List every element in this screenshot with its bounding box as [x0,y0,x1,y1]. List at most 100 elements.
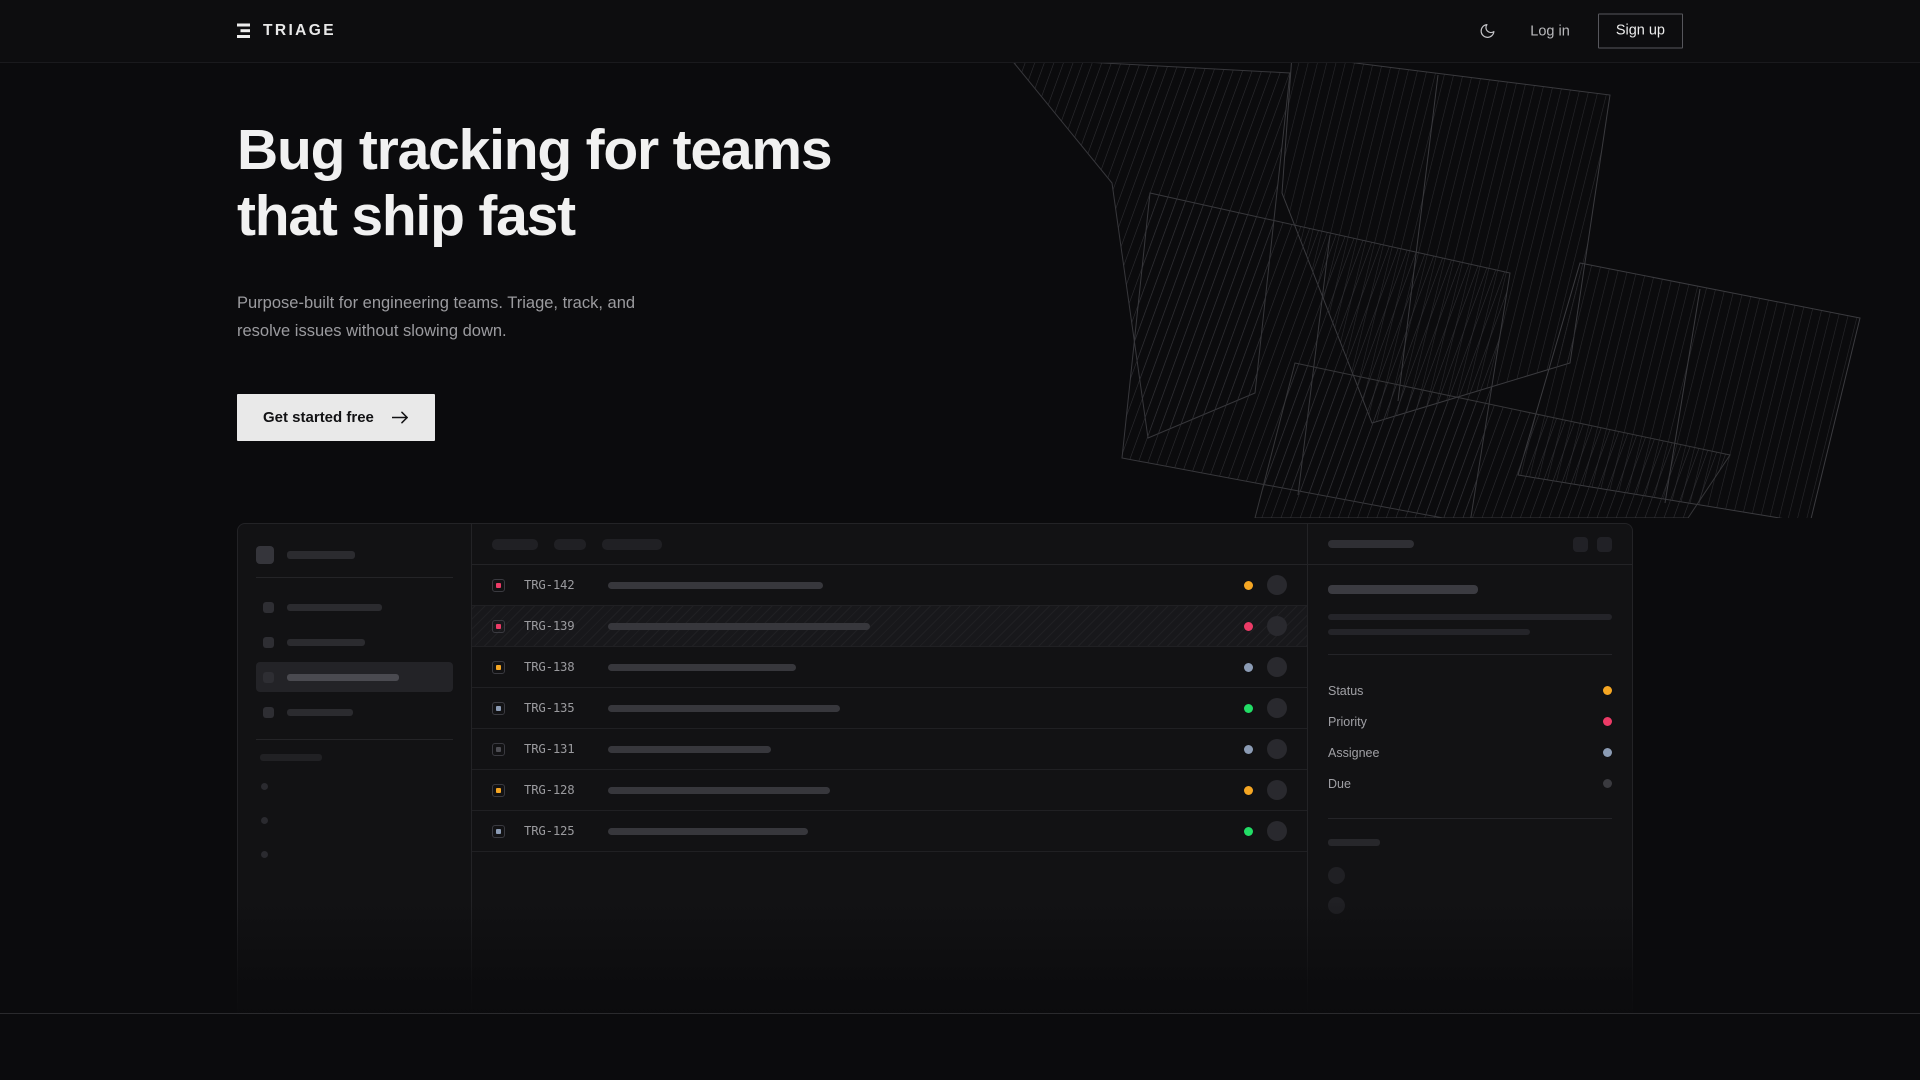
activity-avatar [1328,896,1345,914]
issue-row[interactable]: TRG-139 [472,606,1307,647]
detail-meta-label: Priority [1328,714,1367,729]
detail-meta-label: Assignee [1328,745,1380,760]
issue-id: TRG-139 [524,619,575,633]
assignee-avatar [1267,616,1287,636]
hero-section: Bug tracking for teams that ship fast Pu… [237,118,833,441]
issue-row-meta [1244,821,1287,841]
sidebar-item-4[interactable] [256,697,453,727]
hero-subheading: Purpose-built for engineering teams. Tri… [237,294,636,341]
sidebar-item-label-skeleton [287,708,353,716]
workspace-name-skeleton [287,551,355,559]
issue-row-meta [1244,739,1287,759]
navbar-actions: Log in Sign up [1470,13,1683,49]
login-link[interactable]: Log in [1530,23,1570,39]
detail-panel-header [1308,524,1632,565]
priority-icon [492,660,505,674]
assignee-avatar [1267,739,1287,759]
detail-description-skeleton [1328,614,1612,635]
sidebar-nav [256,592,453,727]
sidebar-item-label-skeleton [287,638,365,646]
detail-meta-label: Due [1328,776,1351,791]
issue-row[interactable]: TRG-138 [472,647,1307,688]
get-started-button[interactable]: Get started free [237,393,435,441]
priority-icon [492,783,505,797]
issue-row[interactable]: TRG-128 [472,770,1307,811]
detail-meta-row[interactable]: Assignee [1328,737,1612,768]
issue-id: TRG-138 [524,660,575,674]
priority-icon [492,824,505,838]
assignee-avatar [1267,575,1287,595]
issue-row-meta [1244,575,1287,595]
issue-id: TRG-125 [524,824,575,838]
detail-header-actions [1573,536,1612,552]
status-dot [1244,744,1253,754]
filter-chip-2[interactable] [554,538,586,550]
issue-row[interactable]: TRG-131 [472,729,1307,770]
activity-label-skeleton [1328,839,1380,846]
sidebar-sub-item-3[interactable] [256,839,453,869]
hatch-panel-top-left [1013,63,1291,439]
sidebar-item-icon [263,706,274,718]
sidebar-sub-item-dot [261,782,268,790]
issue-row-meta [1244,657,1287,677]
issue-list-toolbar [472,524,1307,565]
issue-row[interactable]: TRG-142 [472,565,1307,606]
status-dot [1244,703,1253,713]
detail-meta-row[interactable]: Priority [1328,706,1612,737]
sidebar-sub-item-1[interactable] [256,771,453,801]
issue-id: TRG-128 [524,783,575,797]
detail-action-2[interactable] [1597,536,1612,552]
activity-item-1 [1328,860,1612,890]
sidebar-item-3[interactable] [256,662,453,692]
detail-meta-value-dot [1603,717,1612,726]
issue-row-meta [1244,616,1287,636]
hero-heading: Bug tracking for teams that ship fast [237,118,833,248]
signup-button[interactable]: Sign up [1597,13,1683,49]
priority-icon [492,742,505,756]
detail-meta-label: Status [1328,683,1364,698]
priority-icon [492,578,505,592]
brand-name: TRIAGE [263,22,336,39]
detail-action-1[interactable] [1573,536,1588,552]
filter-chip-1[interactable] [492,538,538,550]
filter-chip-3[interactable] [602,538,662,550]
sidebar-sub-item-2[interactable] [256,805,453,835]
priority-icon [492,619,505,633]
issue-title-skeleton [608,745,771,753]
status-dot [1244,621,1253,631]
issue-row[interactable]: TRG-125 [472,811,1307,852]
detail-description-line-1 [1328,614,1612,620]
detail-meta-row[interactable]: Due [1328,768,1612,799]
get-started-label: Get started free [263,408,374,426]
sidebar-item-icon [263,636,274,648]
detail-meta-row[interactable]: Status [1328,675,1612,706]
issue-title-skeleton [608,663,796,671]
top-navbar: TRIAGE Log in Sign up [0,0,1920,63]
assignee-avatar [1267,657,1287,677]
detail-meta-value-dot [1603,686,1612,695]
theme-toggle-button[interactable] [1470,14,1504,48]
mockup-sidebar [238,524,472,1013]
brand-logo[interactable]: TRIAGE [237,22,336,40]
stacked-bars-icon [237,23,250,38]
moon-icon [1480,24,1495,38]
detail-meta-value-dot [1603,779,1612,788]
sidebar-item-2[interactable] [256,627,453,657]
issue-row[interactable]: TRG-135 [472,688,1307,729]
hatch-panel-lower [1254,362,1731,518]
activity-item-2 [1328,890,1612,920]
detail-description-line-2 [1328,629,1530,635]
assignee-avatar [1267,780,1287,800]
workspace-avatar [256,546,274,564]
sidebar-item-1[interactable] [256,592,453,622]
arrow-right-icon [391,411,408,424]
workspace-switcher[interactable] [256,546,453,564]
issue-title-skeleton [608,622,870,630]
detail-title-skeleton [1328,585,1478,594]
